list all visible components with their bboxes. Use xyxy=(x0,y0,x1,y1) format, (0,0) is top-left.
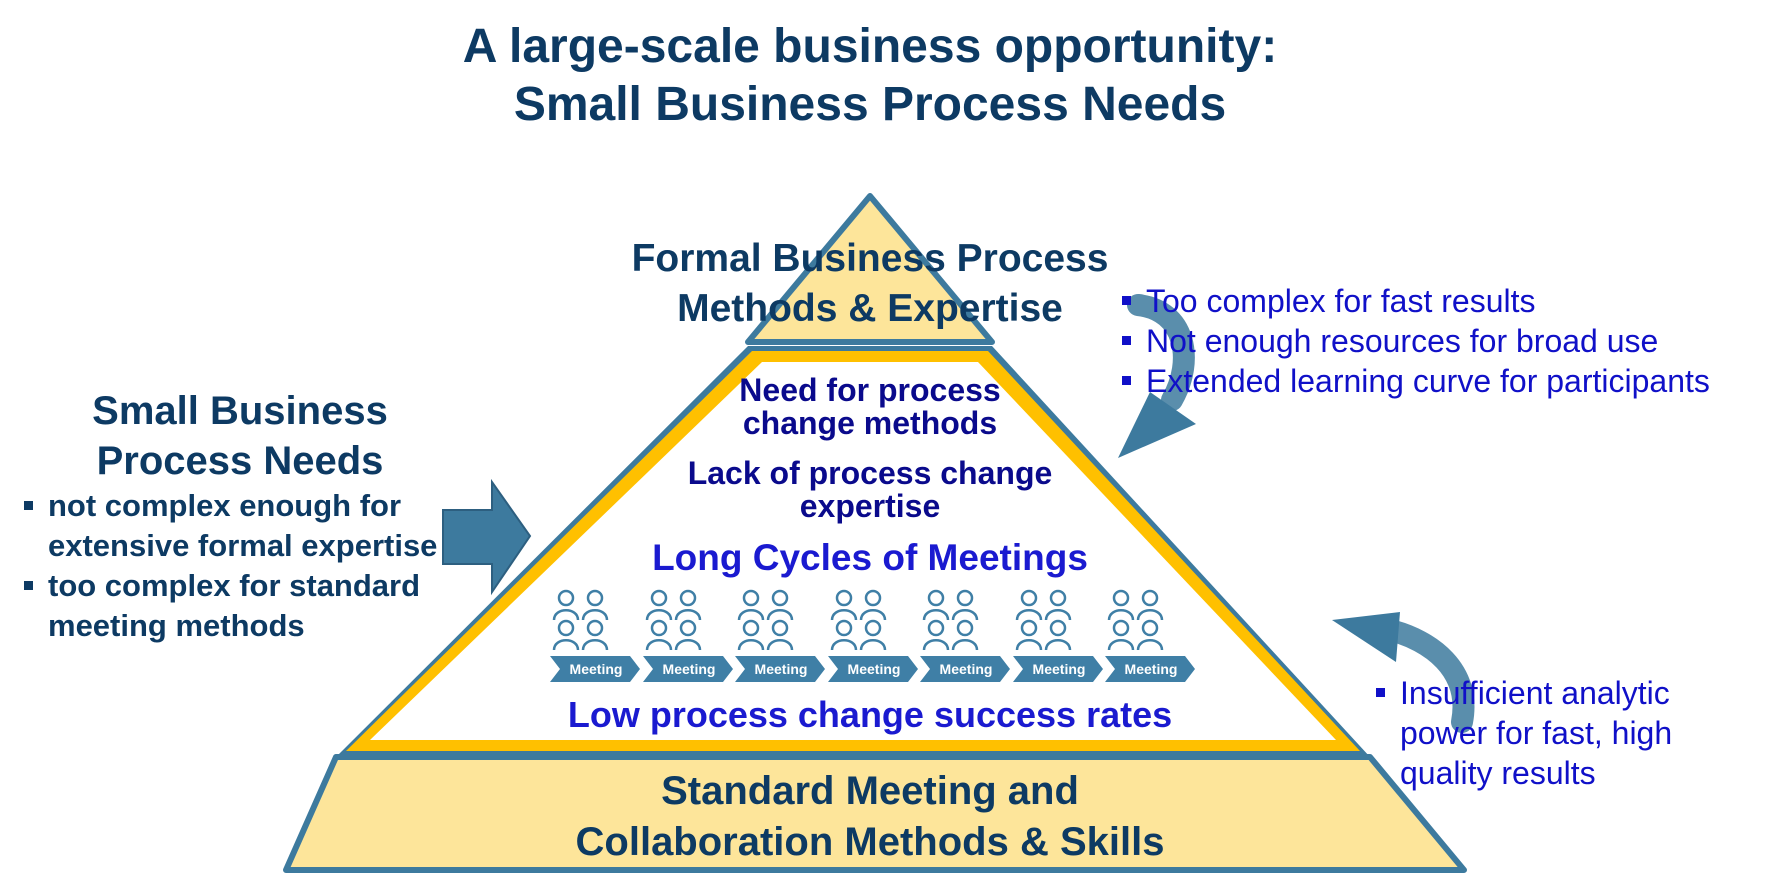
bottom-layer-line-2: Collaboration Methods & Skills xyxy=(575,820,1165,864)
meeting-chevron xyxy=(550,656,640,682)
bottom-layer-line-1: Standard Meeting and xyxy=(661,769,1079,813)
left-panel-title: Small Business Process Needs xyxy=(40,386,440,486)
meeting-item: Meeting xyxy=(920,588,1012,693)
meeting-label: Meeting xyxy=(755,661,808,677)
pyramid-top-layer xyxy=(745,193,995,345)
left-title-line-1: Small Business xyxy=(92,389,388,433)
list-item: not complex enough for extensive formal … xyxy=(20,486,460,566)
list-item: Extended learning curve for participants xyxy=(1118,361,1768,401)
need-line-2: change methods xyxy=(742,405,998,441)
meeting-label: Meeting xyxy=(847,661,900,677)
curved-arrow-down-icon xyxy=(1118,294,1196,458)
long-cycles-text: Long Cycles of Meetings xyxy=(652,537,1088,578)
arrow-right-icon xyxy=(442,478,532,596)
list-item: Too complex for fast results xyxy=(1118,281,1768,321)
people-group-icon: Meeting xyxy=(1105,589,1195,682)
top-right-bullet-list: Too complex for fast results Not enough … xyxy=(1118,281,1768,401)
meeting-item: Meeting xyxy=(1012,588,1105,693)
top-layer-line-2: Methods & Expertise xyxy=(677,287,1063,330)
meeting-chevron xyxy=(827,656,918,682)
low-success-text: Low process change success rates xyxy=(567,694,1173,735)
bottom-layer-label: Standard Meeting and Collaboration Metho… xyxy=(480,766,1260,868)
meeting-chevron xyxy=(920,656,1010,682)
meeting-item: Meeting xyxy=(550,588,642,693)
people-group-icon: Meeting xyxy=(735,589,825,682)
meeting-item: Meeting xyxy=(735,588,827,693)
meeting-chevron xyxy=(1105,656,1195,682)
meeting-chevron xyxy=(735,656,825,682)
people-group-icon: Meeting xyxy=(920,589,1010,682)
left-title-line-2: Process Needs xyxy=(96,439,384,483)
lack-line-1: Lack of process change xyxy=(687,455,1053,491)
people-group-icon: Meeting xyxy=(1012,589,1103,682)
title-line-2: Small Business Process Needs xyxy=(513,78,1227,131)
title-line-1: A large-scale business opportunity: xyxy=(462,20,1278,73)
meeting-label: Meeting xyxy=(570,661,623,677)
people-group-icon: Meeting xyxy=(550,589,640,682)
meeting-chevron xyxy=(1012,656,1103,682)
page-title: A large-scale business opportunity: Smal… xyxy=(0,18,1740,134)
meeting-chevron xyxy=(642,656,733,682)
people-group-icon: Meeting xyxy=(642,589,733,682)
need-line-1: Need for process xyxy=(739,372,1001,408)
left-bullet-list: not complex enough for extensive formal … xyxy=(20,486,460,646)
top-layer-line-1: Formal Business Process xyxy=(631,237,1109,280)
pyramid-middle-layer-inner xyxy=(370,362,1336,740)
meeting-label: Meeting xyxy=(662,661,715,677)
meeting-item: Meeting xyxy=(827,588,920,693)
list-item: Not enough resources for broad use xyxy=(1118,321,1768,361)
bottom-right-bullet-list: Insufficient analytic power for fast, hi… xyxy=(1372,673,1692,793)
people-group-icon: Meeting xyxy=(827,589,918,682)
meeting-label: Meeting xyxy=(940,661,993,677)
lack-text: Lack of process change expertise xyxy=(640,457,1100,523)
need-text: Need for process change methods xyxy=(680,374,1060,440)
meeting-item: Meeting xyxy=(642,588,735,693)
meeting-item: Meeting xyxy=(1105,588,1197,693)
list-item: Insufficient analytic power for fast, hi… xyxy=(1372,673,1692,793)
list-item: too complex for standard meeting methods xyxy=(20,566,460,646)
curved-arrow-up-icon xyxy=(1332,612,1475,733)
lack-line-2: expertise xyxy=(799,488,941,524)
top-layer-label: Formal Business Process Methods & Expert… xyxy=(600,234,1140,334)
meeting-label: Meeting xyxy=(1125,661,1178,677)
meeting-label: Meeting xyxy=(1032,661,1085,677)
